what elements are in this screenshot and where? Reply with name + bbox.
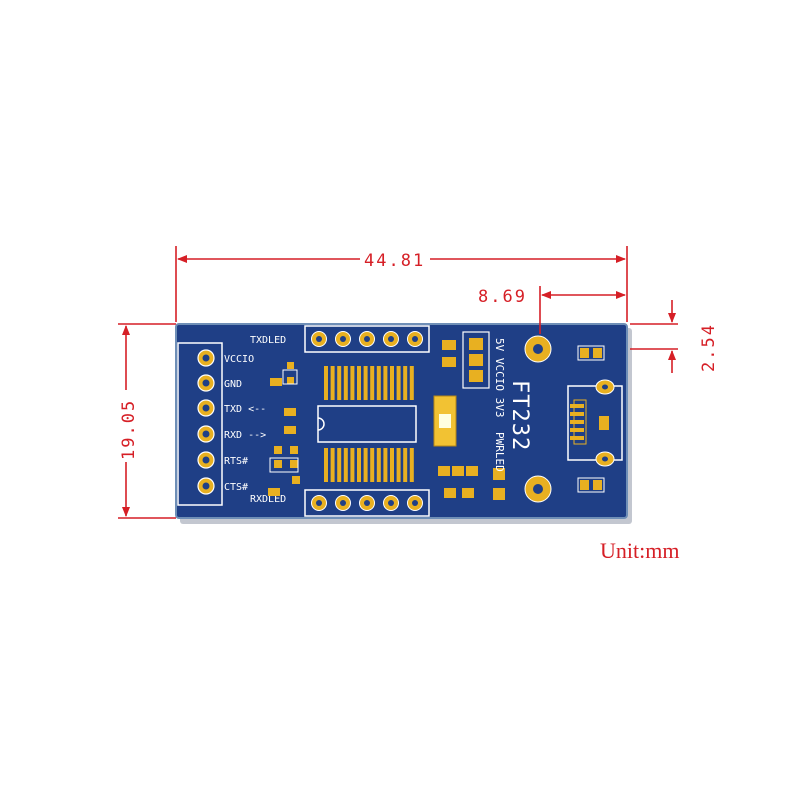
ic-pad xyxy=(337,366,342,400)
pin-pad xyxy=(197,425,215,443)
header-pad xyxy=(383,495,399,511)
pin-pad xyxy=(197,349,215,367)
ic-pad xyxy=(324,448,328,482)
usb-footprint-outline xyxy=(567,385,623,461)
header-pad xyxy=(311,331,327,347)
ic-pad xyxy=(390,366,394,400)
ic-pad xyxy=(330,448,335,482)
voltage-label: 5V VCCIO 3V3 xyxy=(493,338,506,417)
ic-pad xyxy=(396,366,401,400)
ic-bottom-pads xyxy=(324,448,414,482)
pin-pad xyxy=(197,399,215,417)
pin-label-gnd: GND xyxy=(224,379,242,390)
pin-label-vccio: VCCIO xyxy=(224,354,254,365)
header-pad xyxy=(407,495,423,511)
header-pad xyxy=(311,495,327,511)
usb-connector-icon xyxy=(567,345,623,493)
pin-pad xyxy=(197,477,215,495)
pin-pad xyxy=(197,451,215,469)
unit-label: Unit:mm xyxy=(600,538,679,563)
pin-label-cts: CTS# xyxy=(224,482,248,493)
ic-pad xyxy=(337,448,342,482)
height-dimension-label: 19.05 xyxy=(119,399,139,460)
edge-offset-label: 2.54 xyxy=(699,323,719,372)
pin-label-txd: TXD <-- xyxy=(224,404,266,415)
voltage-jumper xyxy=(462,331,490,389)
ic-pad xyxy=(376,366,381,400)
ic-pad xyxy=(343,448,348,482)
ic-pad xyxy=(357,448,361,482)
ic-chip-icon xyxy=(317,366,417,482)
txdled-label: TXDLED xyxy=(250,335,286,346)
pin-pad xyxy=(197,374,215,392)
mounting-hole-icon xyxy=(524,475,552,503)
ic-pad xyxy=(324,366,328,400)
ic-pad xyxy=(350,366,355,400)
ic-pad xyxy=(390,448,394,482)
header-pad xyxy=(383,331,399,347)
led-icon xyxy=(433,395,457,447)
pwrled-label: PWRLED xyxy=(493,432,506,472)
ic-pad xyxy=(363,448,368,482)
header-pad xyxy=(359,331,375,347)
ic-top-pads xyxy=(324,366,414,400)
dimension-edge-offset xyxy=(630,300,678,373)
header-pad xyxy=(335,331,351,347)
ic-pad xyxy=(376,448,381,482)
pwr-led-pads xyxy=(493,468,505,500)
ic-pad xyxy=(330,366,335,400)
ic-pad xyxy=(403,448,408,482)
ic-pad xyxy=(383,448,388,482)
ic-pad xyxy=(409,448,414,482)
ic-footprint-outline xyxy=(317,405,417,443)
component-outline xyxy=(269,457,299,473)
top-header-outline xyxy=(304,325,430,353)
component-outline xyxy=(282,369,298,385)
smd-components-left xyxy=(268,362,300,496)
ic-pad xyxy=(370,366,375,400)
dimension-usb-offset xyxy=(539,286,626,334)
mounting-hole-icon xyxy=(524,335,552,363)
pin-label-rts: RTS# xyxy=(224,456,248,467)
bottom-header-outline xyxy=(304,489,430,517)
ic-pad xyxy=(396,448,401,482)
bottom-header xyxy=(304,489,430,517)
pcb-board: VCCIO GND TXD <-- RXD --> RTS# CTS# TXDL… xyxy=(175,323,632,524)
header-pad xyxy=(359,495,375,511)
ic-pad xyxy=(383,366,388,400)
pcb-body xyxy=(175,323,628,519)
jumper-outline xyxy=(462,331,490,389)
ic-pad xyxy=(343,366,348,400)
top-header xyxy=(304,325,430,353)
left-header-outline xyxy=(177,342,223,506)
ic-pad xyxy=(357,366,361,400)
header-pad xyxy=(335,495,351,511)
ic-pad xyxy=(409,366,414,400)
chip-name-label: FT232 xyxy=(507,380,532,451)
smd-components-right xyxy=(438,340,478,498)
ic-pad xyxy=(403,366,408,400)
ic-pad xyxy=(370,448,375,482)
ic-pad xyxy=(363,366,368,400)
usb-offset-label: 8.69 xyxy=(478,287,527,307)
pin-label-rxd: RXD --> xyxy=(224,430,266,441)
width-dimension-label: 44.81 xyxy=(364,251,425,271)
rxdled-label: RXDLED xyxy=(250,494,286,505)
left-header: VCCIO GND TXD <-- RXD --> RTS# CTS# xyxy=(177,342,266,506)
ic-pad xyxy=(350,448,355,482)
header-pad xyxy=(407,331,423,347)
